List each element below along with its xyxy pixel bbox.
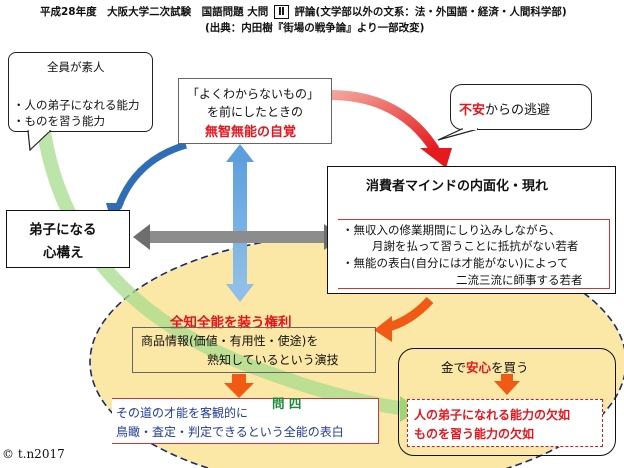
omniscience-line1: 商品情報(価値・有用性・使途)を — [141, 334, 319, 348]
money-down-head — [494, 381, 520, 395]
escape-text: 不安からの逃避 — [459, 99, 550, 118]
header-title: 平成28年度 大阪大学二次試験 国語問題 大問 — [40, 6, 269, 18]
omni-down-head — [224, 383, 254, 398]
consumer-mind-box: 消費者マインドの内面化・現れ ・無収入の修業期間にしり込みしながら、 月謝を払っ… — [327, 166, 616, 294]
money-post: を買う — [491, 360, 529, 375]
orange-arrowhead — [374, 316, 392, 342]
consumer-detail-box: ・無収入の修業期間にしり込みしながら、 月謝を払って習うことに抵抗がない若者 ・… — [338, 219, 610, 289]
question-label: 問 四 — [272, 396, 302, 411]
amateur-title: 全員が素人 — [47, 60, 105, 74]
vertical-arrow-top — [226, 144, 254, 162]
omniscience-result-2: 鳥瞰・査定・判定できるという全能の表白 — [116, 425, 344, 439]
money-down-shaft — [501, 374, 513, 382]
header-roman-numeral: Ⅱ — [273, 5, 289, 19]
copyright: © t.n2017 — [2, 447, 65, 461]
red-arrowhead — [420, 148, 452, 168]
ignorance-box: 「よくわからないもの」 を前にしたときの 無智無能の自覚 — [178, 78, 332, 144]
amateur-callout: 全員が素人 ・人の弟子になれる能力 ・ものを習う能力 — [8, 52, 153, 132]
omni-down-shaft — [232, 374, 246, 384]
omniscience-info-box: 商品情報(価値・有用性・使途)を 熟知しているという演技 — [132, 327, 376, 373]
red-curved-arrow — [329, 90, 440, 153]
header-line1: 平成28年度 大阪大学二次試験 国語問題 大問 Ⅱ 評論(文学部以外の文系：法・… — [40, 4, 567, 19]
horizontal-arrow-shaft — [148, 231, 326, 243]
amateur-item-1: ・人の弟子になれる能力 — [13, 98, 140, 112]
disciple-mindset-box: 弟子になる 心構え — [6, 210, 130, 268]
consumer-line-3: ・無能の表白(自分には才能がない)によって — [342, 256, 569, 270]
ignorance-line1: 「よくわからないもの」 — [187, 87, 320, 101]
money-security-box: 金で安心を買う 人の弟子になれる能力の欠如 ものを習う能力の欠如 — [398, 348, 616, 456]
blue-curved-arrow — [114, 141, 188, 210]
disciple-line1: 弟子になる — [29, 222, 97, 238]
consumer-line-2: 月謝を払って習うことに抵抗がない若者 — [372, 239, 579, 253]
consumer-title: 消費者マインドの内面化・現れ — [366, 179, 549, 194]
money-result-2: ものを習う能力の欠如 — [414, 427, 535, 441]
header-source: (出典：内田樹『街場の戦争論』より一部改変) — [205, 22, 425, 34]
omniscience-result-box: その道の才能を客観的に 鳥瞰・査定・判定できるという全能の表白 — [112, 398, 379, 444]
consumer-line-4: 二流三流に師事する若者 — [456, 273, 583, 287]
escape-callout: 不安からの逃避 — [450, 84, 592, 130]
horizontal-arrow-left — [133, 224, 150, 250]
money-result-1: 人の弟子になれる能力の欠如 — [414, 408, 571, 422]
escape-rest: からの逃避 — [485, 103, 551, 118]
omniscience-result-1: その道の才能を客観的に — [116, 406, 249, 420]
ignorance-line2: を前にしたときの — [207, 105, 304, 119]
money-text: 金で安心を買う — [441, 357, 529, 376]
omniscience-line2: 熟知しているという演技 — [207, 353, 339, 367]
amateur-item-2: ・ものを習う能力 — [13, 114, 105, 128]
disciple-line2: 心構え — [43, 245, 84, 261]
header-subtitle: 評論(文学部以外の文系：法・外国語・経済・人間科学部) — [294, 6, 567, 18]
money-result-box: 人の弟子になれる能力の欠如 ものを習う能力の欠如 — [407, 399, 603, 447]
consumer-line-1: ・無収入の修業期間にしり込みしながら、 — [342, 223, 561, 237]
vertical-arrow-bottom — [226, 284, 254, 302]
money-pre: 金で — [441, 360, 467, 375]
vertical-arrow-shaft — [233, 158, 247, 286]
money-red: 安心 — [466, 360, 492, 375]
escape-red: 不安 — [459, 103, 486, 118]
ignorance-line3: 無智無能の自覚 — [205, 125, 297, 140]
